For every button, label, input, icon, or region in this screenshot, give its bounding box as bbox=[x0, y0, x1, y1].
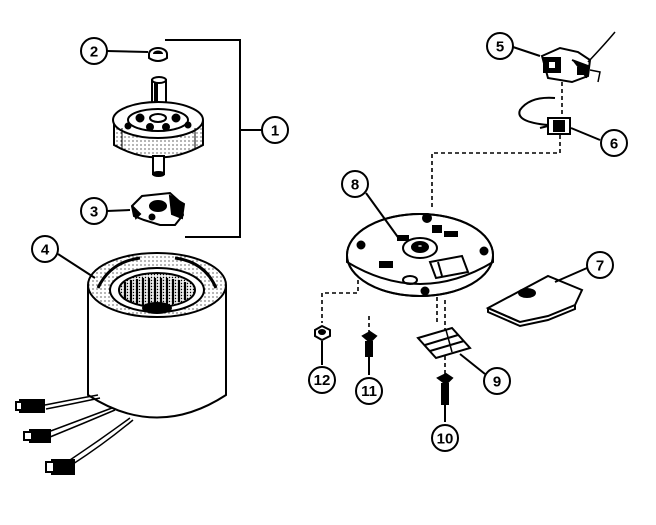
stator bbox=[87, 252, 227, 419]
rotor-assembly bbox=[112, 76, 204, 177]
screw bbox=[436, 372, 454, 422]
cover bbox=[485, 274, 584, 328]
callout-2: 2 bbox=[80, 37, 108, 65]
callout-label: 4 bbox=[41, 242, 50, 259]
connector bbox=[518, 96, 571, 135]
nut bbox=[148, 47, 168, 62]
end-bell-plate bbox=[346, 213, 494, 297]
callout-label: 8 bbox=[351, 177, 359, 194]
callout-11: 11 bbox=[355, 377, 383, 405]
group-bracket bbox=[165, 39, 262, 238]
screw bbox=[361, 330, 378, 375]
callout-10: 10 bbox=[431, 424, 459, 452]
callout-label: 9 bbox=[493, 374, 501, 391]
callout-9: 9 bbox=[483, 367, 511, 395]
callout-label: 10 bbox=[437, 431, 454, 448]
callout-label: 1 bbox=[271, 123, 279, 140]
callout-1: 1 bbox=[261, 116, 289, 144]
callout-label: 6 bbox=[610, 136, 618, 153]
callout-4: 4 bbox=[31, 235, 59, 263]
callout-8: 8 bbox=[341, 170, 369, 198]
callout-label: 7 bbox=[596, 258, 604, 275]
callout-label: 2 bbox=[90, 44, 98, 61]
callout-label: 5 bbox=[496, 39, 504, 56]
rotor-clip bbox=[130, 191, 186, 226]
callout-label: 3 bbox=[90, 204, 98, 221]
nut bbox=[314, 324, 331, 365]
callout-7: 7 bbox=[586, 251, 614, 279]
switch bbox=[540, 31, 616, 84]
callout-6: 6 bbox=[600, 129, 628, 157]
callout-label: 12 bbox=[314, 372, 331, 389]
callout-5: 5 bbox=[486, 32, 514, 60]
stator-lead-wires bbox=[15, 394, 134, 475]
callout-label: 11 bbox=[361, 383, 377, 400]
insulator bbox=[416, 326, 472, 360]
callout-12: 12 bbox=[308, 366, 336, 394]
callout-3: 3 bbox=[80, 197, 108, 225]
